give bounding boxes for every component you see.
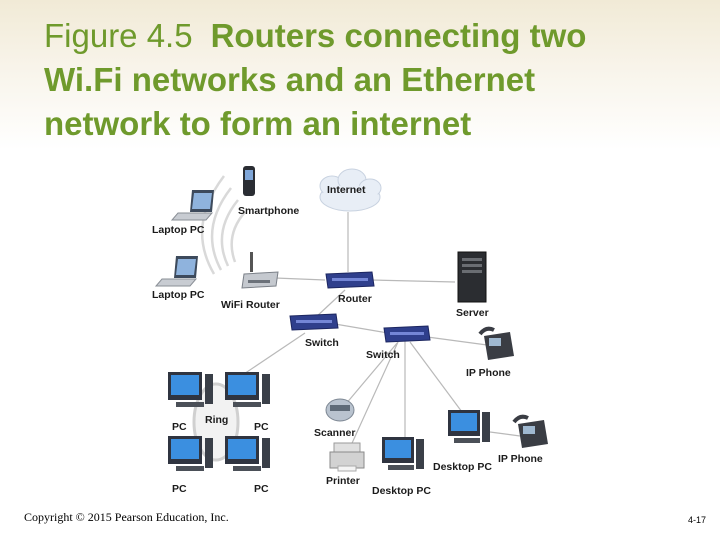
label-laptop-1: Laptop PC	[152, 224, 205, 236]
copyright-footer: Copyright © 2015 Pearson Education, Inc.	[24, 510, 229, 524]
pc-icon	[225, 436, 270, 471]
label-desktop-pc-2: Desktop PC	[372, 485, 431, 497]
router-icon	[325, 271, 375, 289]
wifi-signal-waves	[200, 175, 246, 275]
connection-lines	[234, 212, 521, 453]
server-icon	[457, 251, 487, 303]
printer-icon	[329, 442, 365, 472]
label-ring: Ring	[205, 414, 228, 426]
pc-icon	[168, 372, 213, 407]
figure-label: Figure 4.5	[44, 17, 193, 54]
label-laptop-2: Laptop PC	[152, 289, 205, 301]
label-desktop-pc-1: Desktop PC	[433, 461, 492, 473]
pc-icon	[168, 436, 213, 471]
label-internet: Internet	[327, 184, 366, 196]
label-router: Router	[338, 293, 372, 305]
smartphone-icon	[243, 166, 255, 196]
title-background	[0, 0, 720, 150]
label-wifi-router: WiFi Router	[221, 299, 280, 311]
wifi-router-icon	[241, 252, 279, 289]
internet-cloud-icon	[319, 168, 382, 212]
label-smartphone: Smartphone	[238, 205, 299, 217]
switch-icon	[289, 313, 339, 331]
laptop-icon	[154, 256, 198, 287]
label-pc-bottom-right: PC	[254, 483, 269, 495]
label-ip-phone-1: IP Phone	[466, 367, 511, 379]
ip-phone-icon	[512, 414, 548, 448]
label-scanner: Scanner	[314, 427, 355, 439]
label-switch-2: Switch	[366, 349, 400, 361]
title-line-1: Figure 4.5 Routers connecting two	[44, 14, 704, 58]
label-pc-top-left: PC	[172, 421, 187, 433]
page-number: 4-17	[687, 515, 706, 525]
slide-title: Figure 4.5 Routers connecting two Wi.Fi n…	[44, 14, 704, 146]
label-server: Server	[456, 307, 489, 319]
title-line-2: Wi.Fi networks and an Ethernet	[44, 61, 536, 98]
label-pc-top-right: PC	[254, 421, 269, 433]
desktop-pc-icon	[382, 437, 424, 470]
ip-phone-icon	[478, 326, 514, 360]
label-switch-1: Switch	[305, 337, 339, 349]
label-pc-bottom-left: PC	[172, 483, 187, 495]
title-text-1: Routers connecting two	[210, 17, 587, 54]
pc-icon	[225, 372, 270, 407]
label-ip-phone-2: IP Phone	[498, 453, 543, 465]
switch-icon	[383, 325, 431, 343]
desktop-pc-icon	[448, 410, 490, 443]
laptop-icon	[170, 190, 214, 221]
title-line-3: network to form an internet	[44, 105, 472, 142]
scanner-icon	[325, 398, 355, 422]
label-printer: Printer	[326, 475, 360, 487]
